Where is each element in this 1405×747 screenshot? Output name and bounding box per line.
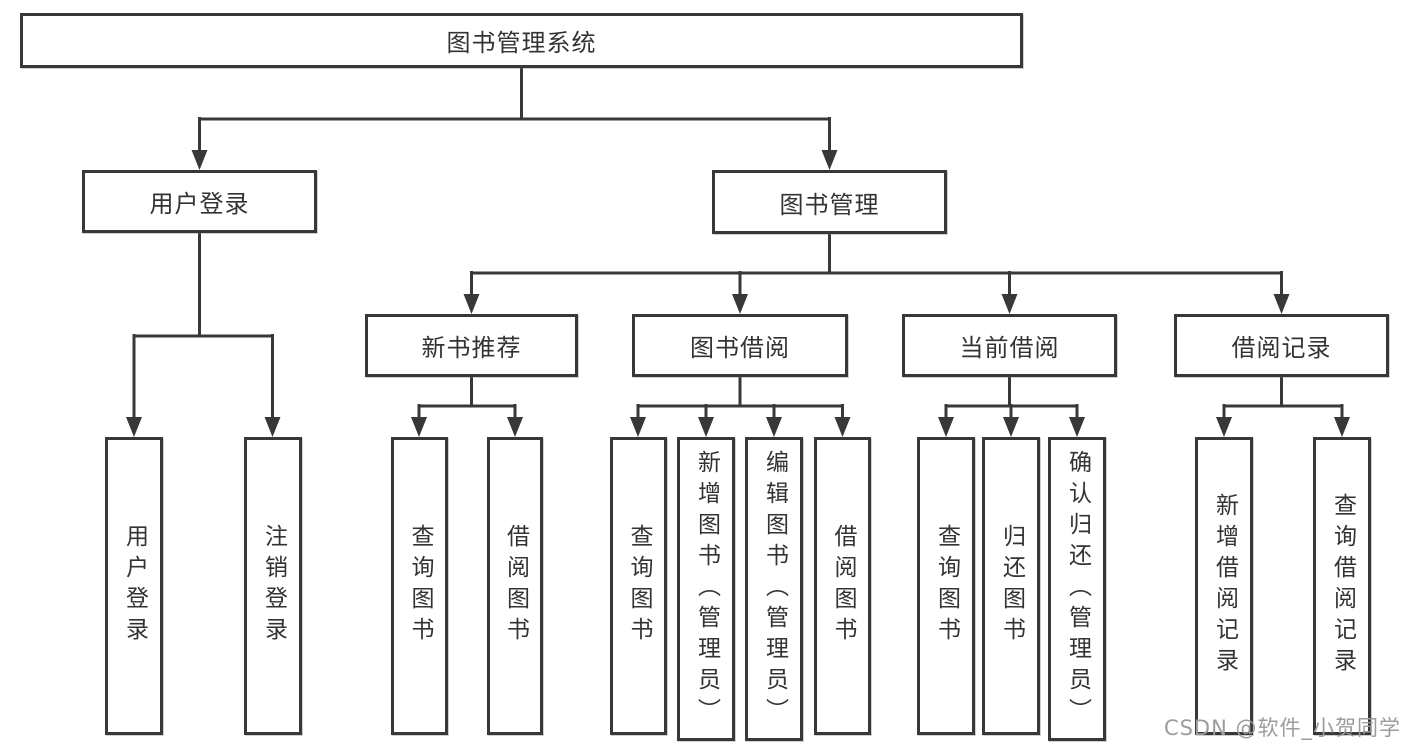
leaf-return-book: 归还图书 [982, 437, 1040, 735]
node-borrow-record: 借阅记录 [1174, 314, 1389, 377]
leaf-edit-book-admin: 编辑图书（管理员） [745, 437, 803, 741]
node-book-management: 图书管理 [712, 170, 947, 234]
node-user-login: 用户登录 [82, 170, 317, 233]
leaf-query-book-2: 查询图书 [610, 437, 667, 735]
leaf-query-book-1: 查询图书 [391, 437, 448, 735]
leaf-query-borrow-record: 查询借阅记录 [1313, 437, 1371, 735]
leaf-confirm-return-admin: 确认归还（管理员） [1048, 437, 1106, 741]
leaf-borrow-book-2: 借阅图书 [814, 437, 871, 735]
leaf-borrow-book-1: 借阅图书 [487, 437, 543, 735]
node-current-borrow: 当前借阅 [902, 314, 1117, 377]
leaf-logout: 注销登录 [244, 437, 302, 735]
node-book-borrow: 图书借阅 [632, 314, 848, 377]
leaf-add-book-admin: 新增图书（管理员） [677, 437, 735, 741]
node-new-book-recommend: 新书推荐 [365, 314, 578, 377]
leaf-user-login: 用户登录 [105, 437, 163, 735]
leaf-query-book-3: 查询图书 [917, 437, 975, 735]
node-root-library-system: 图书管理系统 [20, 13, 1023, 68]
csdn-watermark: CSDN @软件_小贺同学 [1163, 716, 1401, 740]
leaf-add-borrow-record: 新增借阅记录 [1195, 437, 1253, 735]
